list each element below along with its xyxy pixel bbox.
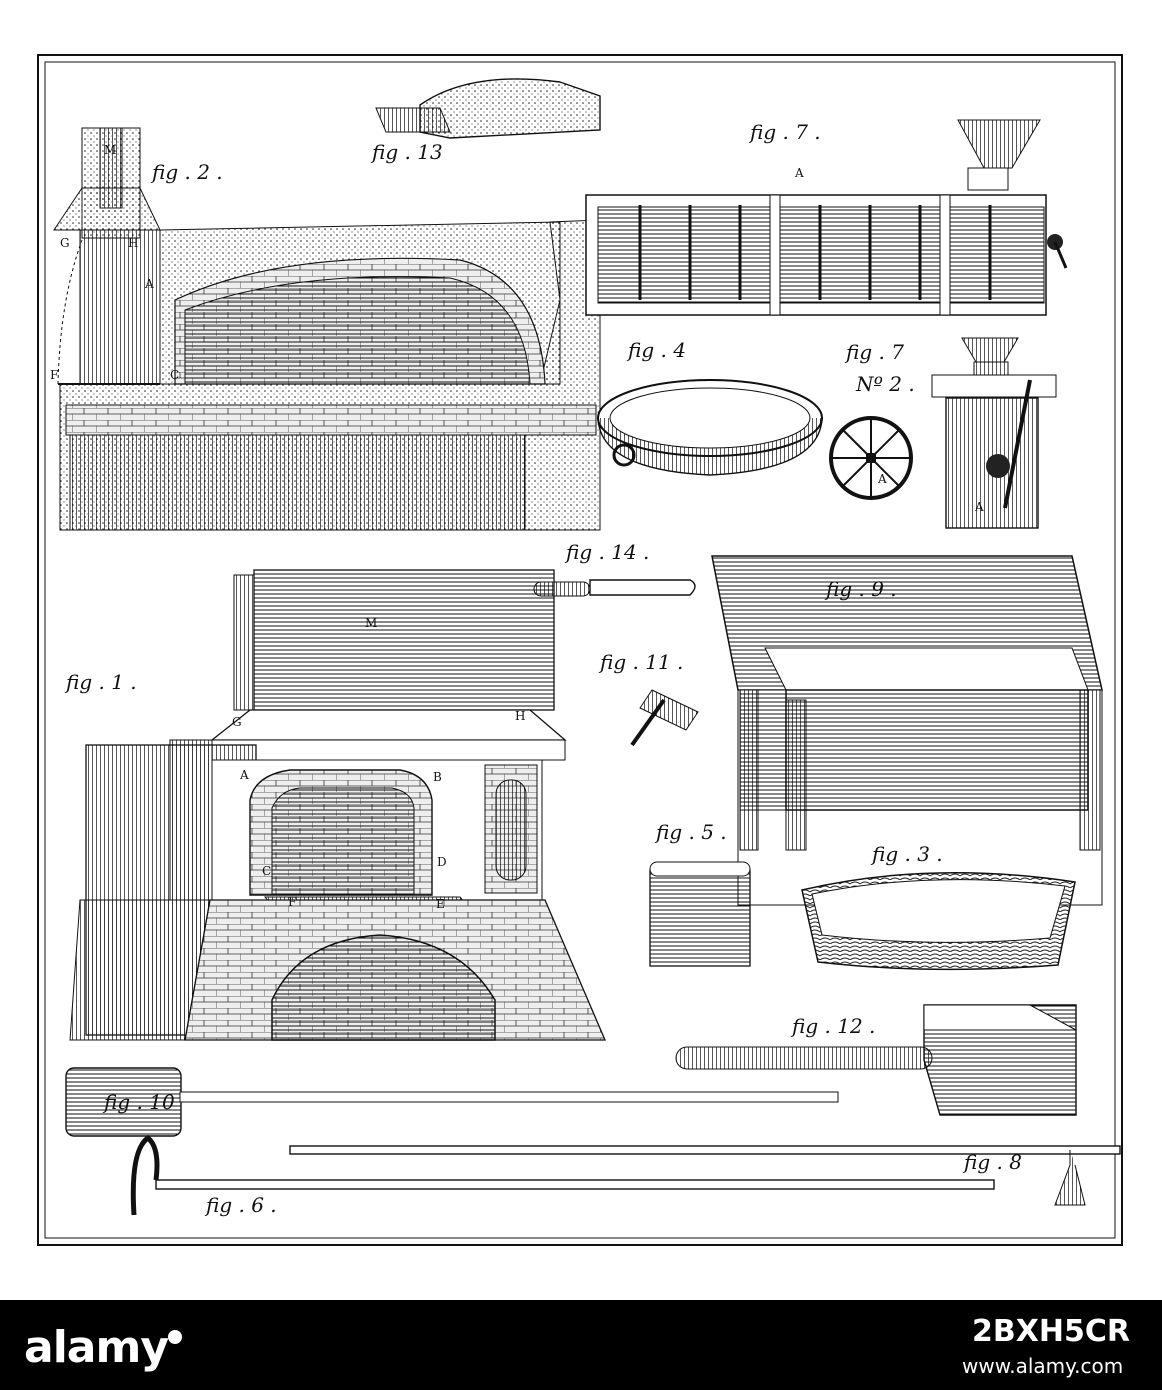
fig6-caption: fig . 6 .	[206, 1193, 277, 1217]
fig7-bolting-machine	[585, 119, 1068, 316]
fig2-letter-a: A	[145, 277, 154, 291]
fig7-caption: fig . 7 .	[750, 120, 821, 144]
fig2-letter-m: M	[104, 143, 117, 157]
logo-dot-icon	[168, 1330, 182, 1344]
plate-inner-border	[44, 61, 1116, 1239]
fig2-oven-section	[53, 127, 601, 531]
fig7b-letter-a-box: A	[975, 500, 984, 514]
fig6-fire-hook	[130, 1134, 995, 1216]
fig14-knife	[533, 579, 696, 597]
fig7-no2-end-view	[829, 337, 1057, 529]
fig8-swab	[289, 1145, 1121, 1206]
fig5-dough-cutter	[649, 861, 751, 967]
fig4-caption: fig . 4	[628, 338, 686, 362]
fig1-letter-g: G	[232, 715, 242, 729]
fig7b-number: Nº 2 .	[856, 372, 915, 396]
fig1-letter-d: D	[437, 855, 447, 869]
fig12-scoop	[675, 1004, 1077, 1116]
fig2-letter-g: G	[60, 236, 70, 250]
fig3-basket	[801, 871, 1076, 971]
fig13-vault-model	[375, 78, 601, 139]
fig9-kneading-trough	[711, 555, 1103, 906]
fig1-oven-front	[69, 569, 606, 1041]
fig11-caption: fig . 11 .	[600, 650, 684, 674]
site-url: www.alamy.com	[962, 1354, 1124, 1378]
fig13-caption: fig . 13	[372, 140, 443, 164]
fig7b-letter-a-wheel: A	[878, 472, 887, 486]
fig2-caption: fig . 2 .	[152, 160, 223, 184]
fig7b-caption: fig . 7	[846, 340, 904, 364]
fig11-scraper	[630, 689, 699, 747]
fig1-caption: fig . 1 .	[66, 670, 137, 694]
fig1-letter-e: E	[436, 897, 445, 911]
fig9-caption: fig . 9 .	[826, 577, 897, 601]
fig14-caption: fig . 14 .	[566, 540, 650, 564]
engraving-plate: fig . 2 . fig . 13 fig . 7 . fig . 4 fig…	[37, 54, 1123, 1246]
fig12-caption: fig . 12 .	[792, 1014, 876, 1038]
engraving-artwork	[37, 54, 1123, 1246]
fig7-letter-a: A	[795, 166, 804, 180]
fig10-caption: fig . 10	[104, 1090, 175, 1114]
fig1-letter-a: A	[240, 768, 249, 782]
plate-outer-border	[37, 54, 1123, 1246]
stock-footer: alamy 2BXH5CR www.alamy.com	[0, 1300, 1162, 1390]
fig5-caption: fig . 5 .	[656, 820, 727, 844]
site-logo: alamy	[24, 1322, 169, 1373]
fig1-letter-h: H	[515, 709, 526, 723]
fig10-peel	[65, 1067, 839, 1137]
fig1-letter-c: C	[262, 864, 272, 878]
image-id: 2BXH5CR	[972, 1314, 1130, 1349]
fig2-letter-f: F	[50, 368, 59, 382]
fig2-letter-c: C	[170, 368, 180, 382]
fig3-caption: fig . 3 .	[872, 842, 943, 866]
fig1-letter-f: F	[288, 895, 297, 909]
fig1-letter-b: B	[433, 770, 442, 784]
fig4-pan	[597, 379, 823, 476]
fig8-caption: fig . 8	[964, 1150, 1022, 1174]
fig2-letter-h: H	[128, 236, 139, 250]
fig1-letter-m: M	[365, 616, 378, 630]
